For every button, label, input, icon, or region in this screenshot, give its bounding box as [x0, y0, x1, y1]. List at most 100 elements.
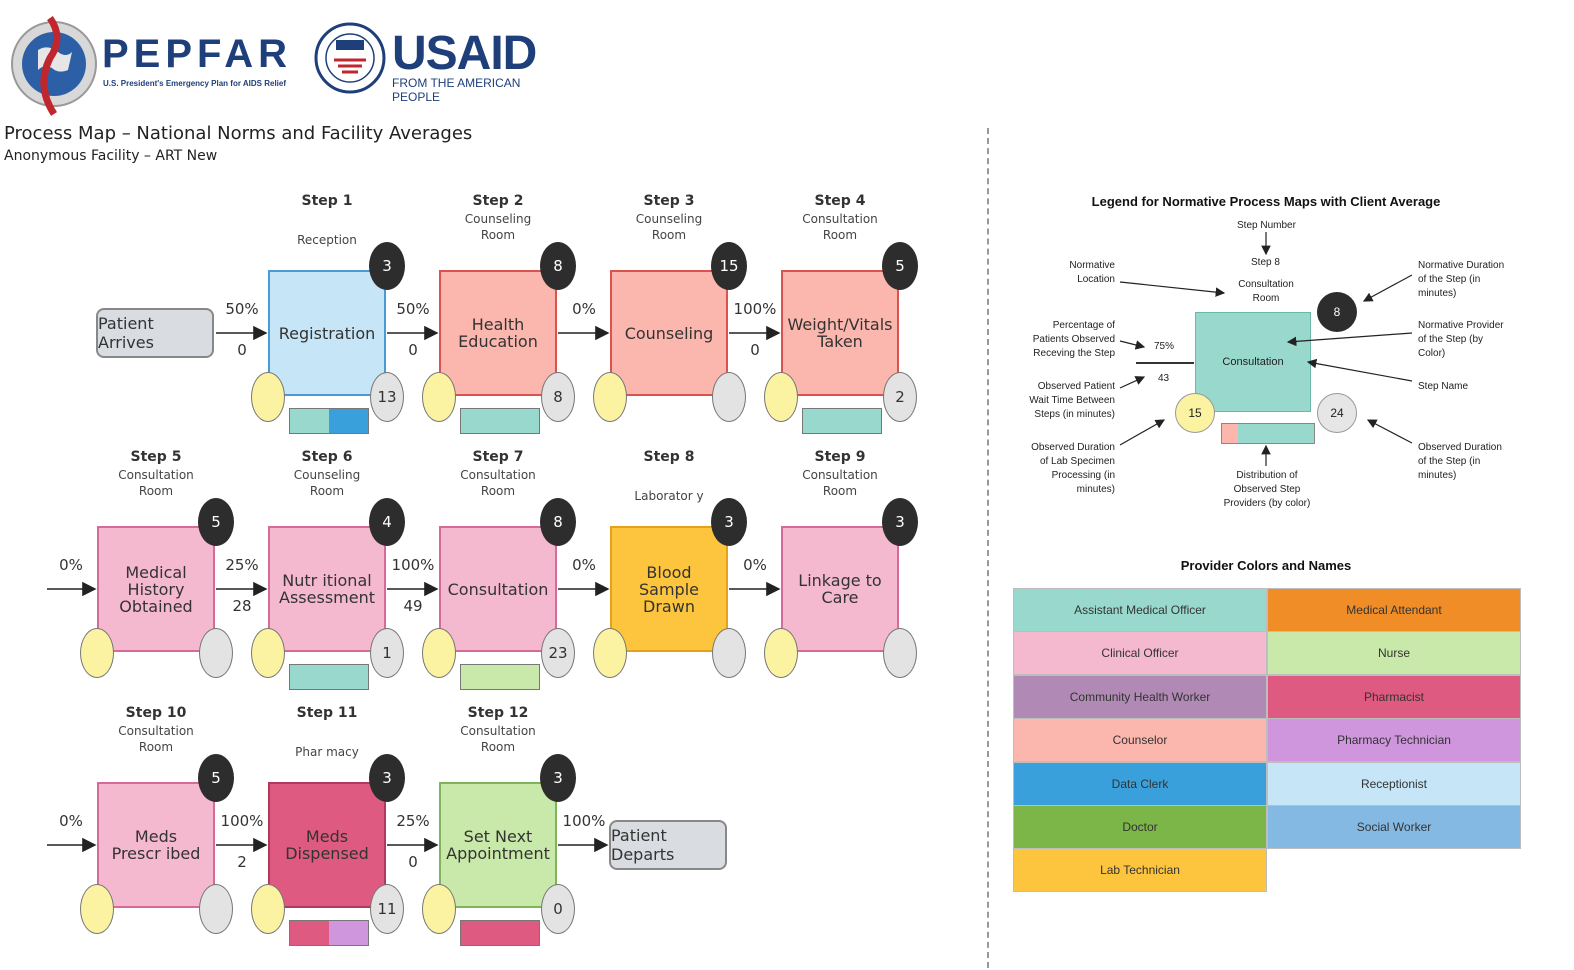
step-location-label: Laborator y: [634, 489, 704, 503]
provider-color-cell: Medical Attendant: [1267, 588, 1521, 632]
observed-duration-circle: [199, 628, 233, 678]
observed-duration-circle: 11: [370, 884, 404, 934]
transition-percentage: 0%: [743, 556, 767, 574]
step-number-label: Step 7: [472, 449, 524, 465]
observed-duration-circle: 1: [370, 628, 404, 678]
step-box: Weight/Vitals Taken: [781, 270, 899, 396]
step-number-label: Step 11: [296, 705, 358, 721]
provider-distribution-segment: [803, 409, 881, 433]
step-location-label: Consultation Room: [460, 724, 536, 754]
pepfar-tagline: U.S. President's Emergency Plan for AIDS…: [103, 79, 286, 88]
transition-percentage: 0%: [59, 556, 83, 574]
step-box: Registration: [268, 270, 386, 396]
transition-wait-time: 2: [237, 853, 247, 871]
legend-dist-segment: [1222, 424, 1238, 443]
step-number-label: Step 5: [130, 449, 182, 465]
norm-duration-value: 5: [211, 769, 221, 787]
legend-obs-duration: 24: [1330, 406, 1344, 420]
norm-duration-badge: 4: [369, 498, 405, 546]
step-name: Health Education: [458, 315, 538, 351]
norm-duration-value: 5: [895, 257, 905, 275]
step-number-label: Step 12: [467, 705, 529, 721]
step-box: Meds Dispensed: [268, 782, 386, 908]
transition-wait-time: 28: [232, 597, 252, 615]
step-location-label: Counseling Room: [464, 212, 532, 242]
transition-wait-time: 0: [237, 341, 247, 359]
step-location-label: Consultation Room: [118, 724, 194, 754]
pepfar-seal-icon: [11, 15, 97, 116]
observed-duration-circle: [712, 372, 746, 422]
legend-step-box: Consultation: [1195, 312, 1311, 412]
transition-percentage: 0%: [572, 556, 596, 574]
observed-duration-value: 1: [382, 644, 392, 662]
provider-distribution-bar: [802, 408, 882, 434]
legend-lab-duration-circle: 15: [1175, 393, 1215, 433]
step-box: Meds Prescr ibed: [97, 782, 215, 908]
step-number-label: Step 3: [643, 193, 695, 209]
step-number-label: Step 2: [472, 193, 524, 209]
lab-duration-circle: [251, 628, 285, 678]
observed-duration-circle: 13: [370, 372, 404, 422]
legend-dist-segment: [1238, 424, 1314, 443]
lab-duration-circle: [80, 628, 114, 678]
norm-duration-value: 8: [553, 513, 563, 531]
provider-distribution-segment: [329, 921, 368, 945]
step-box: Linkage to Care: [781, 526, 899, 652]
usaid-seal-icon: [314, 22, 386, 94]
page-subtitle: Anonymous Facility – ART New: [4, 148, 218, 164]
provider-color-cell: Receptionist: [1267, 761, 1521, 806]
norm-duration-value: 4: [382, 513, 392, 531]
step-number-label: Step 10: [125, 705, 187, 721]
pepfar-wordmark: PEPFAR: [102, 32, 293, 76]
observed-duration-circle: 0: [541, 884, 575, 934]
norm-duration-badge: 15: [711, 242, 747, 290]
lab-duration-circle: [80, 884, 114, 934]
legend-pct: 75%: [1154, 341, 1175, 352]
step-name: Blood Sample Drawn: [639, 562, 699, 616]
flow-arrows: [47, 325, 781, 853]
provider-distribution-bar: [460, 920, 540, 946]
step-location-label: Counseling Room: [293, 468, 361, 498]
transition-wait-time: 0: [750, 341, 760, 359]
legend-note-observed-duration: Observed Duration of the Step (in minute…: [1418, 442, 1502, 481]
legend-note-lab-duration: Observed Duration of Lab Specimen Proces…: [1031, 442, 1115, 495]
pepfar-logo: PEPFAR U.S. President's Emergency Plan f…: [10, 12, 300, 117]
observed-duration-value: 8: [553, 388, 563, 406]
step-location-label: Reception: [297, 233, 357, 247]
step-location-label: Consultation Room: [118, 468, 194, 498]
patient-departs-terminal: Patient Departs: [609, 820, 727, 870]
legend-note-step-name: Step Name: [1418, 381, 1469, 392]
transition-wait-time: 0: [408, 853, 418, 871]
usaid-tagline: FROM THE AMERICAN PEOPLE: [392, 76, 521, 104]
legend-pointer-arrows: [1119, 232, 1413, 466]
legend-obs-duration-circle: 24: [1317, 393, 1357, 433]
norm-duration-value: 5: [211, 513, 221, 531]
step-name: Set Next Appointment: [446, 827, 550, 863]
step-name: Registration: [278, 323, 376, 343]
provider-color-cell: Community Health Worker: [1013, 674, 1267, 719]
transition-wait-time: 49: [403, 597, 423, 615]
transition-percentage: 0%: [59, 812, 83, 830]
legend-note-normative-provider: Normative Provider of the Step (by Color…: [1418, 320, 1504, 359]
step-box: Consultation: [439, 526, 557, 652]
observed-duration-circle: 23: [541, 628, 575, 678]
step-number-label: Step 6: [301, 449, 353, 465]
step-box: Set Next Appointment: [439, 782, 557, 908]
step-name: Linkage to Care: [798, 571, 882, 607]
transition-percentage: 100%: [733, 300, 777, 318]
norm-duration-value: 15: [719, 257, 739, 275]
provider-color-cell: Doctor: [1013, 805, 1267, 849]
norm-duration-value: 3: [382, 257, 392, 275]
norm-duration-badge: 3: [369, 754, 405, 802]
step-name: Nutr itional Assessment: [279, 571, 375, 607]
legend-location: Consultation Room: [1238, 279, 1294, 304]
transition-percentage: 100%: [220, 812, 264, 830]
legend-step-number-note: Step Number: [1237, 220, 1296, 231]
provider-color-cell: Assistant Medical Officer: [1013, 588, 1267, 632]
legend-norm-duration-badge: 8: [1317, 292, 1357, 332]
provider-distribution-segment: [290, 921, 329, 945]
transition-percentage: 25%: [225, 556, 259, 574]
lab-duration-circle: [593, 372, 627, 422]
observed-duration-value: 0: [553, 900, 563, 918]
legend-note-normative-location: Normative Location: [1069, 260, 1115, 285]
